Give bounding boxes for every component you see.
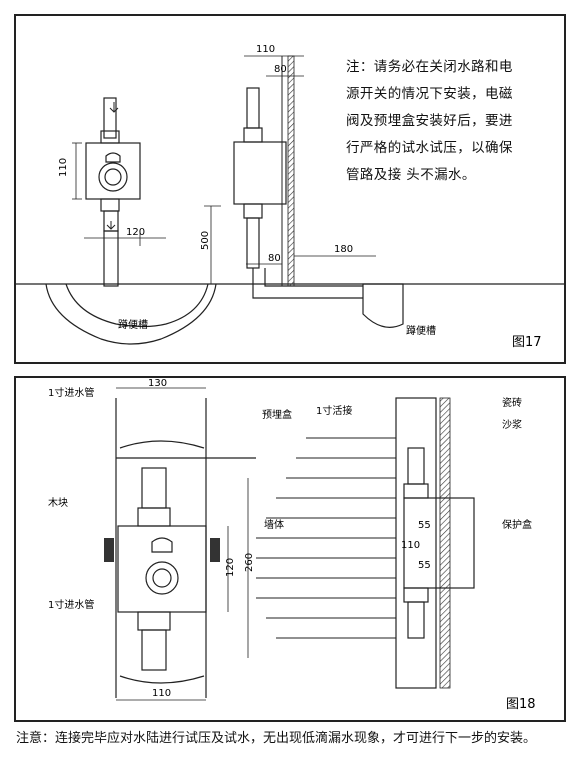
dim-110-mid: 110 xyxy=(401,540,420,551)
dim-110-bottom: 110 xyxy=(152,688,171,699)
label-box: 预埋盒 xyxy=(262,408,292,421)
dim-80-top: 80 xyxy=(274,64,287,75)
note-line: 源开关的情况下安装，电磁 xyxy=(346,86,513,102)
dim-180: 180 xyxy=(334,244,353,255)
figure-17-panel: 110 120 500 蹲便槽 xyxy=(14,14,566,364)
label-inlet-bottom: 1寸进水管 xyxy=(48,598,94,611)
dim-120-fig18: 120 xyxy=(225,558,236,577)
figure-17-drawing: 110 120 500 蹲便槽 xyxy=(16,44,564,350)
dim-120: 120 xyxy=(126,227,145,238)
left-valve-assembly xyxy=(85,97,141,287)
dim-500: 500 xyxy=(200,231,211,250)
left-toilet xyxy=(16,283,564,345)
side-view-assembly xyxy=(395,397,475,689)
front-view xyxy=(115,398,256,698)
right-valve-assembly xyxy=(233,87,404,328)
dim-80-bottom: 80 xyxy=(268,253,281,264)
note-line: 管路及接 头不漏水。 xyxy=(346,167,476,183)
dim-55-bottom: 55 xyxy=(418,560,431,571)
figure-17-label: 图17 xyxy=(512,335,542,350)
figure-18-drawing: 130 120 260 110 1寸进水管 木块 1寸进水管 预埋盒 1寸活接 xyxy=(48,378,536,712)
bottom-note: 注意：连接完毕应对水陆进行试压及试水，无出现低滴漏水现象，才可进行下一步的安装。 xyxy=(16,731,537,746)
dim-110-left: 110 xyxy=(58,158,69,177)
label-union: 1寸活接 xyxy=(316,404,352,417)
label-mortar: 沙浆 xyxy=(502,418,522,431)
label-inlet-top: 1寸进水管 xyxy=(48,386,94,399)
tile-layer xyxy=(439,397,451,689)
dim-55-top: 55 xyxy=(418,520,431,531)
label-wall: 墙体 xyxy=(264,518,284,531)
side-view-bricks xyxy=(256,437,396,639)
dim-130: 130 xyxy=(148,378,167,389)
fig17-note: 注：请务必在关闭水路和电 源开关的情况下安装，电磁 阀及预埋盒安装好后，要进 行… xyxy=(346,54,561,189)
toilet-label-right: 蹲便槽 xyxy=(406,324,436,337)
dim-110-top: 110 xyxy=(256,44,275,55)
label-tile: 瓷砖 xyxy=(502,396,522,409)
wood-block-left xyxy=(104,538,114,562)
label-cover: 保护盒 xyxy=(502,518,532,531)
label-wood: 木块 xyxy=(48,497,68,509)
note-line: 行严格的试水试压，以确保 xyxy=(346,140,513,156)
figure-18-label: 图18 xyxy=(506,697,536,712)
wall-section-right xyxy=(281,55,295,287)
wood-block-right xyxy=(210,538,220,562)
toilet-label-left: 蹲便槽 xyxy=(118,318,148,331)
figure-18-panel: 130 120 260 110 1寸进水管 木块 1寸进水管 预埋盒 1寸活接 xyxy=(14,376,566,722)
note-line: 阀及预埋盒安装好后，要进 xyxy=(346,113,513,129)
dim-260: 260 xyxy=(244,553,255,572)
note-line: 注：请务必在关闭水路和电 xyxy=(346,59,513,75)
